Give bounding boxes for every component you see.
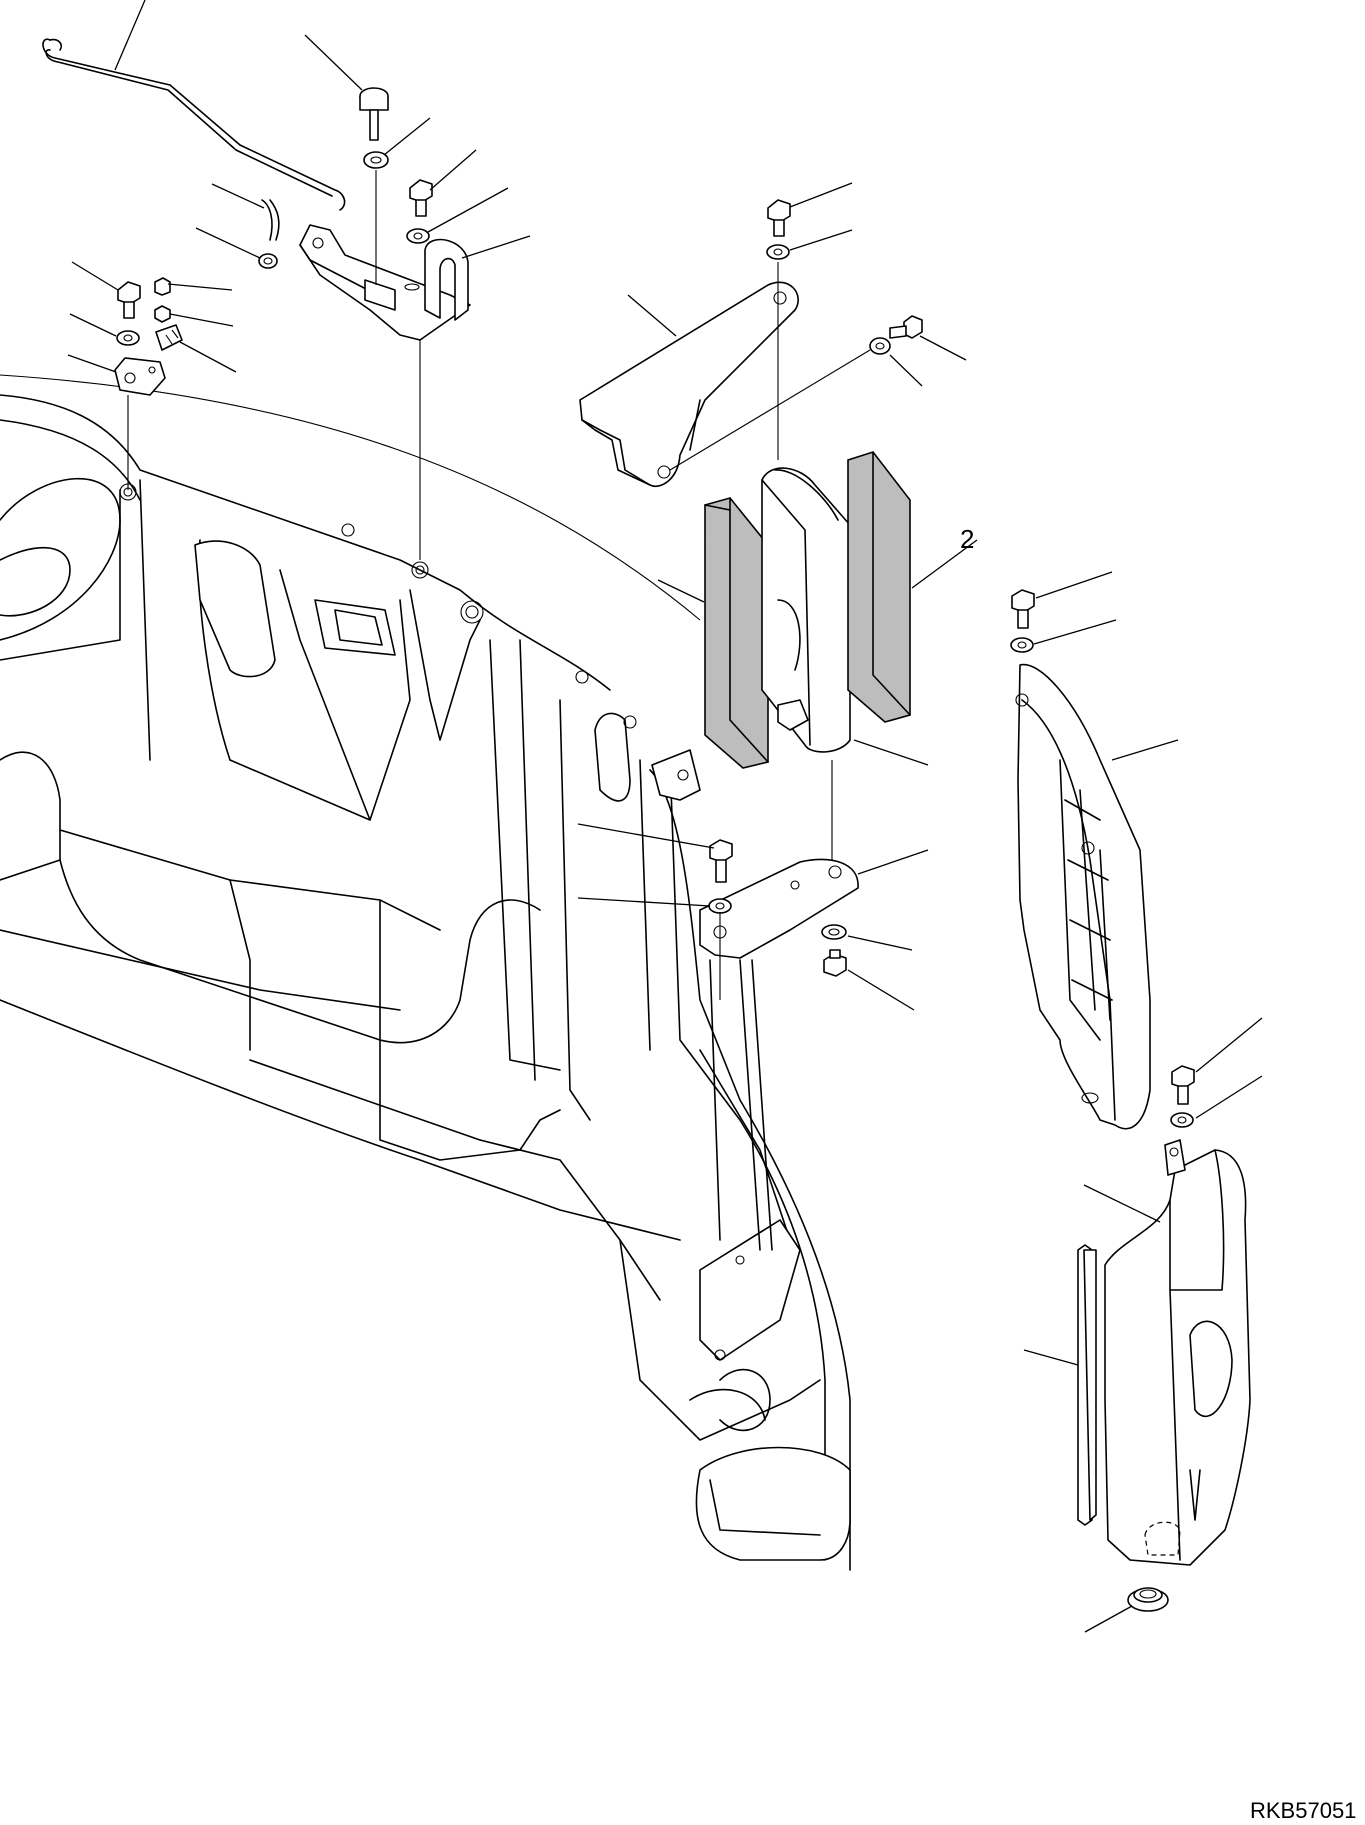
washer-icon (869, 337, 891, 355)
side-cover (1104, 1139, 1251, 1566)
hex-bolt-icon (409, 179, 433, 217)
small-screw-icon (154, 277, 171, 296)
filter-pad-left (704, 497, 769, 769)
grille-panel (1015, 663, 1151, 1130)
washer-icon (1010, 637, 1034, 653)
hex-bolt-icon (889, 315, 923, 339)
nut-icon (154, 305, 171, 323)
hex-bolt-icon (1171, 1065, 1195, 1105)
clip-icon (155, 324, 183, 351)
latch-bracket (299, 224, 471, 341)
cotter-pin-icon (261, 199, 280, 241)
leader-lines (67, 0, 1263, 1633)
support-bracket (579, 281, 799, 487)
filter-pad-right (847, 451, 911, 723)
handle-rod-assembly (42, 38, 346, 269)
washer-icon (116, 330, 140, 346)
drawing-code-label: RKB57051 (1250, 1798, 1356, 1823)
hex-bolt-icon (117, 281, 141, 319)
callout-2-label: 2 (960, 524, 974, 554)
filter-frame (761, 467, 851, 753)
hex-bolt-icon (767, 199, 791, 237)
washer-icon (766, 244, 790, 260)
hex-bolt-icon (1011, 589, 1035, 629)
hex-bolt-icon (823, 949, 847, 977)
grommet-icon (1127, 1587, 1169, 1612)
seal-strip (1077, 1244, 1097, 1526)
catch-plate (114, 357, 166, 396)
washer-icon (363, 151, 389, 169)
knob-bolt-icon (359, 87, 389, 141)
washer-icon (258, 253, 278, 269)
washer-icon (821, 924, 847, 940)
main-cover-body (0, 374, 851, 1571)
hex-bolt-icon (709, 839, 733, 883)
washer-icon (708, 898, 732, 914)
washer-icon (1170, 1112, 1194, 1128)
washer-icon (406, 228, 430, 244)
